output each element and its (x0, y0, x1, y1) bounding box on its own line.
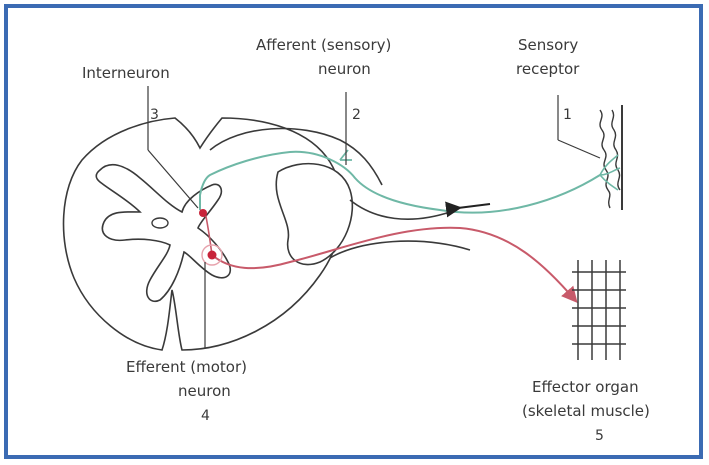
ventral-root-curve (329, 240, 471, 259)
number-effector: 5 (595, 428, 604, 444)
number-receptor: 1 (563, 107, 572, 123)
motor-pathway (211, 226, 578, 304)
label-afferent-line2: neuron (318, 60, 371, 78)
effector-organ (572, 260, 626, 360)
sensory-pathway (199, 150, 601, 214)
label-receptor-line1: Sensory (518, 36, 578, 54)
interneuron-cell (199, 209, 207, 217)
label-efferent-line1: Efferent (motor) (126, 358, 247, 376)
label-efferent-line2: neuron (178, 382, 231, 400)
label-afferent-line1: Afferent (sensory) (256, 36, 391, 54)
label-interneuron: Interneuron (82, 64, 170, 82)
motor-neuron-halo (201, 244, 223, 266)
label-receptor-line2: receptor (516, 60, 580, 78)
number-interneuron: 3 (150, 107, 159, 123)
label-effector-line1: Effector organ (532, 378, 639, 396)
sensory-receptor (599, 109, 621, 209)
label-effector-line2: (skeletal muscle) (522, 402, 650, 420)
motor-neuron-cell (207, 250, 217, 260)
direction-arrow (445, 201, 491, 218)
number-afferent: 2 (352, 107, 361, 123)
central-canal (151, 217, 169, 229)
number-efferent: 4 (201, 408, 210, 424)
pointer-interneuron-2 (147, 149, 199, 209)
pointer-receptor-2 (557, 139, 601, 159)
receptor-fibers (599, 154, 621, 191)
dorsal-root-lower (349, 199, 451, 220)
dorsal-root-ganglion (275, 162, 354, 266)
dorsal-root-upper (209, 127, 383, 186)
